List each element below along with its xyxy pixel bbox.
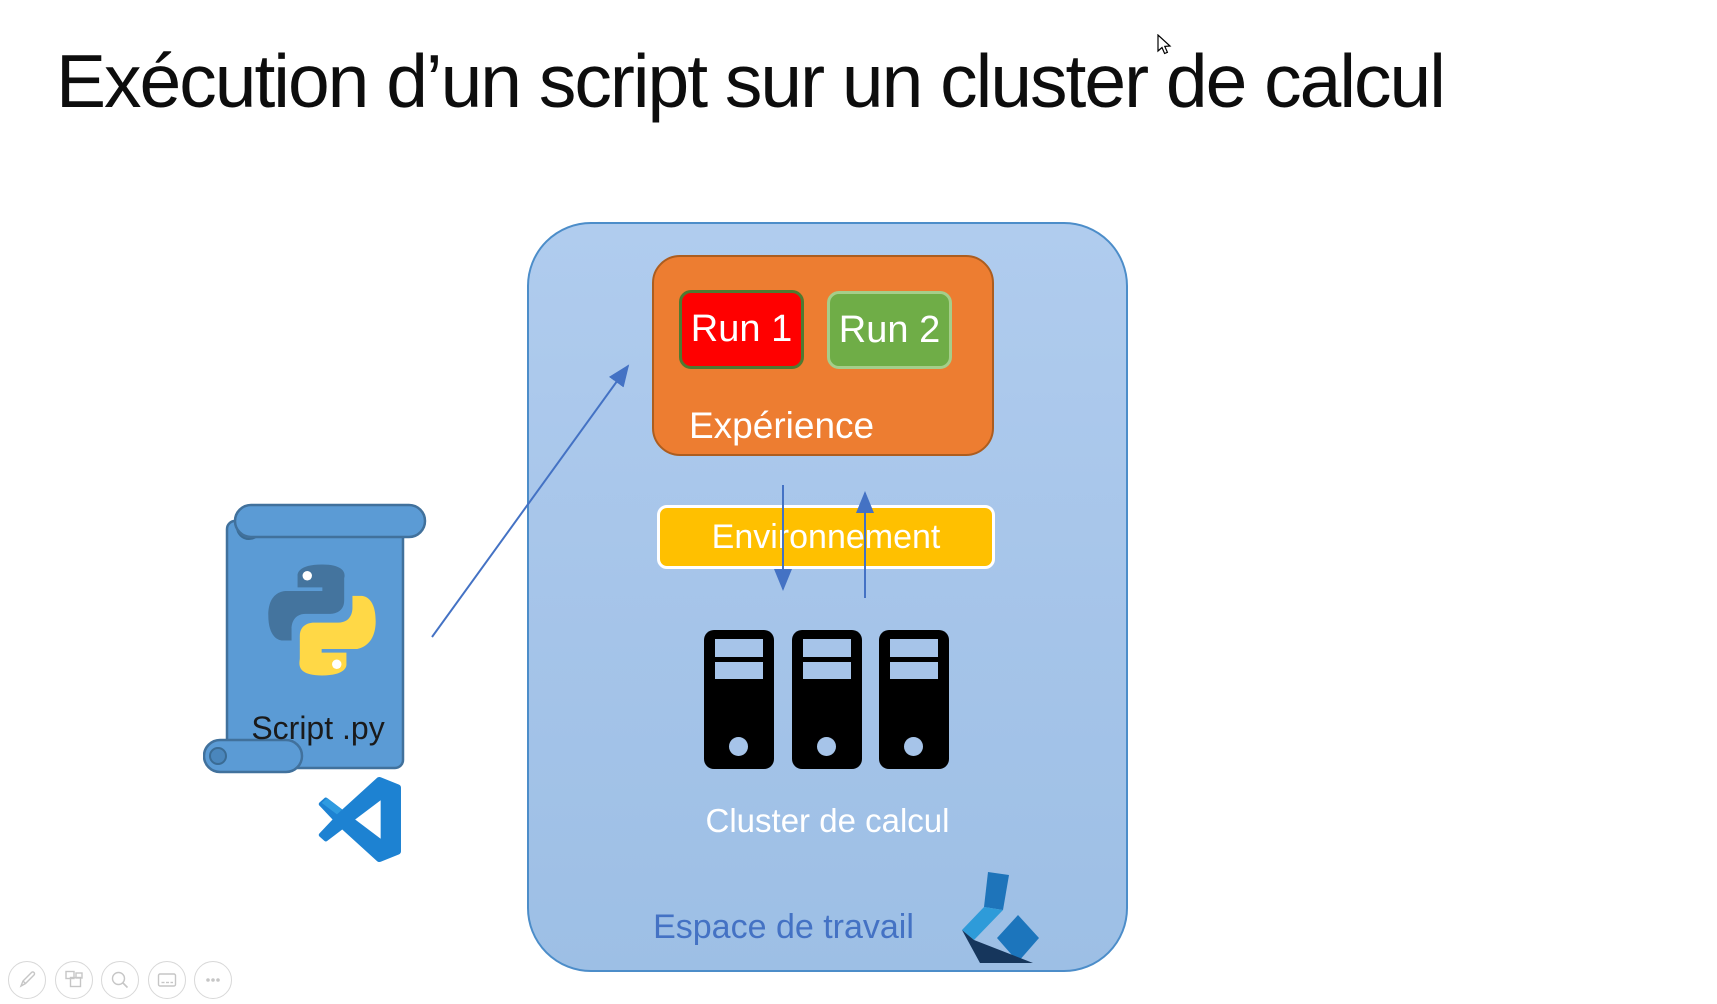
vscode-icon: [318, 777, 401, 862]
see-all-slides-button[interactable]: [55, 961, 93, 999]
experiment-label: Expérience: [689, 405, 875, 446]
run-1-label: Run 1: [690, 308, 793, 350]
azure-ml-icon: [962, 872, 1039, 963]
script-label: Script .py: [251, 710, 385, 746]
mouse-cursor-icon: [1157, 34, 1172, 55]
server-icon: [879, 630, 949, 769]
all-slides-icon: [65, 970, 83, 988]
experiment-box: Run 1 Run 2 Expérience: [652, 255, 994, 456]
cluster-label: Cluster de calcul: [705, 802, 950, 839]
run-1-chip: Run 1: [679, 290, 804, 369]
zoom-button[interactable]: [101, 961, 139, 999]
run-2-label: Run 2: [838, 308, 941, 351]
python-logo-icon: [268, 564, 376, 676]
environment-box: Environnement: [657, 505, 995, 569]
captions-icon: [157, 973, 177, 987]
server-icon: [792, 630, 862, 769]
server-icon: [704, 630, 774, 769]
workspace-box: Run 1 Run 2 Expérience Environnement Clu…: [527, 222, 1128, 972]
magnifier-icon: [111, 971, 129, 989]
pen-icon: [19, 971, 36, 988]
page-title: Exécution d’un script sur un cluster de …: [56, 39, 1446, 123]
captions-button[interactable]: [148, 961, 186, 999]
python-script-icon: [203, 503, 427, 774]
ellipsis-icon: [206, 978, 220, 982]
workspace-label: Espace de travail: [653, 908, 914, 946]
run-2-chip: Run 2: [827, 291, 952, 369]
more-options-button[interactable]: [194, 961, 232, 999]
environment-label: Environnement: [711, 517, 941, 556]
pen-tool-button[interactable]: [8, 961, 46, 999]
